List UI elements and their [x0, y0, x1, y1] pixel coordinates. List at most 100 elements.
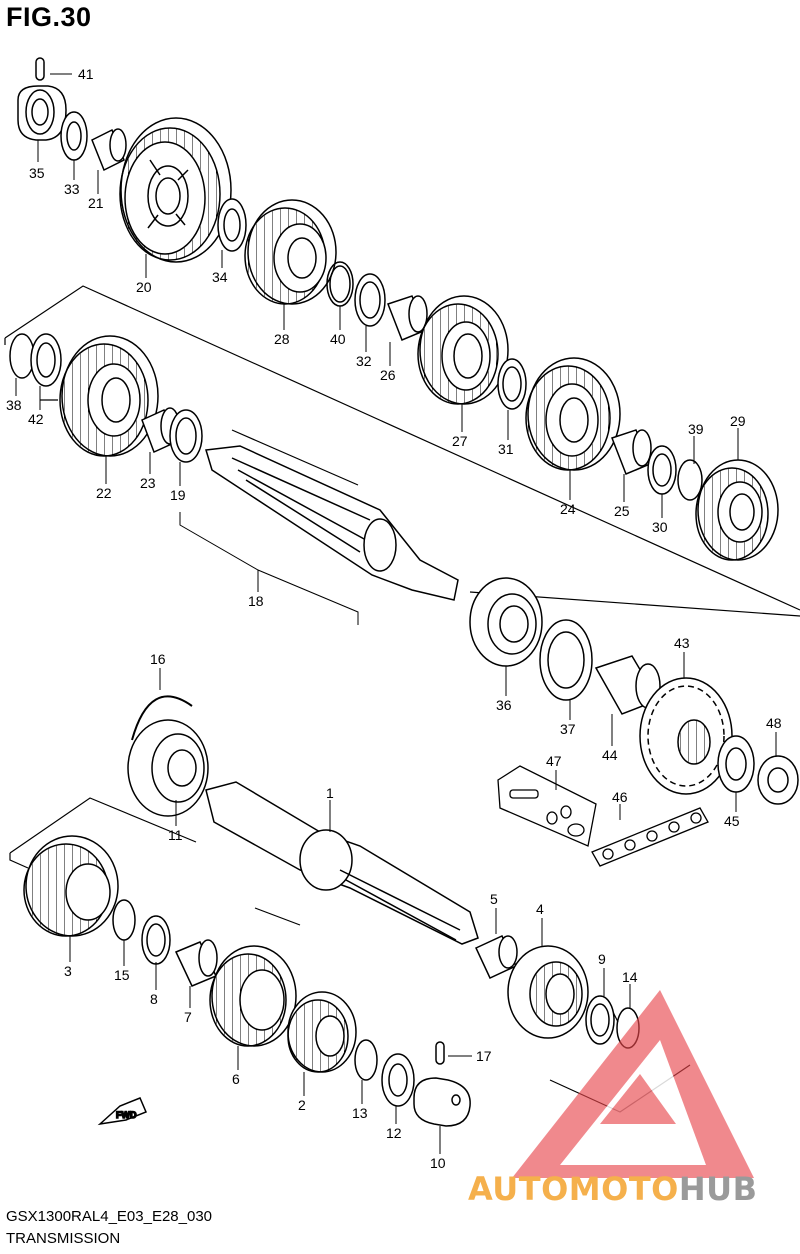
part-29-gear — [695, 459, 779, 561]
callout-5: 5 — [490, 891, 498, 907]
fwd-label: FWD — [116, 1110, 137, 1120]
part-32-washer — [354, 273, 386, 327]
callout-12: 12 — [386, 1125, 402, 1141]
callout-20: 20 — [136, 279, 152, 295]
callout-6: 6 — [232, 1071, 240, 1087]
callout-31: 31 — [498, 441, 514, 457]
part-28-gear — [244, 199, 337, 305]
callout-23: 23 — [140, 475, 156, 491]
callout-30: 30 — [652, 519, 668, 535]
callout-9: 9 — [598, 951, 606, 967]
part-2-gear — [287, 991, 357, 1073]
figure-title: FIG.30 — [6, 2, 92, 32]
callout-27: 27 — [452, 433, 468, 449]
callout-17: 17 — [476, 1048, 492, 1064]
callout-43: 43 — [674, 635, 690, 651]
part-5-bushing — [475, 935, 518, 979]
part-13-circlip — [354, 1039, 378, 1081]
callout-35: 35 — [29, 165, 45, 181]
callout-33: 33 — [64, 181, 80, 197]
model-code: GSX1300RAL4_E03_E28_030 — [6, 1208, 213, 1225]
callout-13: 13 — [352, 1105, 368, 1121]
callout-42: 42 — [28, 411, 44, 427]
part-42-washer — [30, 333, 62, 387]
callout-14: 14 — [622, 969, 638, 985]
callout-7: 7 — [184, 1009, 192, 1025]
callout-29: 29 — [730, 413, 746, 429]
part-35-bushing — [17, 85, 67, 141]
callout-32: 32 — [356, 353, 372, 369]
watermark-text-hub: HUB — [678, 1170, 758, 1208]
part-43-sprocket — [639, 677, 733, 795]
part-37-oil-seal — [539, 619, 593, 701]
callout-46: 46 — [612, 789, 628, 805]
callout-38: 38 — [6, 397, 22, 413]
callout-45: 45 — [724, 813, 740, 829]
part-47-chain-joint — [497, 765, 597, 847]
part-27-gear — [417, 295, 509, 405]
part-46-drive-chain — [591, 807, 709, 867]
part-1-countershaft — [205, 781, 479, 945]
part-4-gear — [507, 945, 589, 1039]
callout-26: 26 — [380, 367, 396, 383]
callout-44: 44 — [602, 747, 618, 763]
part-8-washer — [141, 915, 171, 965]
part-45-washer — [717, 735, 755, 793]
callout-2: 2 — [298, 1097, 306, 1113]
fwd-arrow-icon: FWD — [97, 1097, 147, 1126]
part-41-pin — [35, 57, 45, 81]
leader-lines — [15, 73, 777, 1154]
part-31-washer — [497, 358, 527, 410]
part-11-bearing — [127, 719, 209, 817]
callout-22: 22 — [96, 485, 112, 501]
part-21-bushing — [91, 128, 127, 172]
part-22-gear — [59, 335, 159, 457]
part-33-washer — [60, 111, 88, 161]
part-36-bearing — [469, 577, 543, 667]
part-16-circlip — [131, 695, 193, 741]
callout-18: 18 — [248, 593, 264, 609]
part-34-washer — [217, 198, 247, 252]
callout-3: 3 — [64, 963, 72, 979]
part-9-washer — [585, 995, 615, 1045]
callout-47: 47 — [546, 753, 562, 769]
callout-10: 10 — [430, 1155, 446, 1171]
part-15-circlip — [112, 899, 136, 941]
part-7-needle-bearing — [174, 939, 218, 987]
watermark-text: AUTOMOTOHUB — [468, 1170, 758, 1208]
part-18-driveshaft — [205, 445, 459, 601]
part-12-washer — [381, 1053, 415, 1107]
part-40-circlip — [326, 261, 354, 307]
callout-8: 8 — [150, 991, 158, 1007]
callout-39: 39 — [688, 421, 704, 437]
part-39-circlip — [677, 459, 703, 501]
part-25-needle-bearing — [611, 429, 652, 475]
figure-caption: TRANSMISSION — [6, 1230, 121, 1247]
part-19-oil-seal — [169, 409, 203, 463]
part-3-gear — [23, 835, 119, 937]
callout-1: 1 — [326, 785, 334, 801]
callout-48: 48 — [766, 715, 782, 731]
callout-36: 36 — [496, 697, 512, 713]
watermark-logo — [512, 990, 754, 1178]
callout-15: 15 — [114, 967, 130, 983]
callout-24: 24 — [560, 501, 576, 517]
callout-numbers: 41 35 33 21 20 34 28 40 32 26 27 31 24 2… — [6, 66, 782, 1171]
part-38-circlip — [9, 333, 35, 379]
callout-41: 41 — [78, 66, 94, 82]
callout-21: 21 — [88, 195, 104, 211]
callout-11: 11 — [168, 827, 183, 843]
part-6-gear — [209, 945, 297, 1047]
callout-34: 34 — [212, 269, 228, 285]
callout-40: 40 — [330, 331, 346, 347]
callout-4: 4 — [536, 901, 544, 917]
part-48-nut — [757, 755, 799, 805]
part-24-gear — [525, 357, 621, 471]
callout-37: 37 — [560, 721, 576, 737]
callout-25: 25 — [614, 503, 630, 519]
part-20-gear — [119, 117, 232, 263]
callout-19: 19 — [170, 487, 186, 503]
watermark-text-automoto: AUTOMOTO — [468, 1170, 679, 1208]
part-30-washer — [647, 445, 677, 495]
